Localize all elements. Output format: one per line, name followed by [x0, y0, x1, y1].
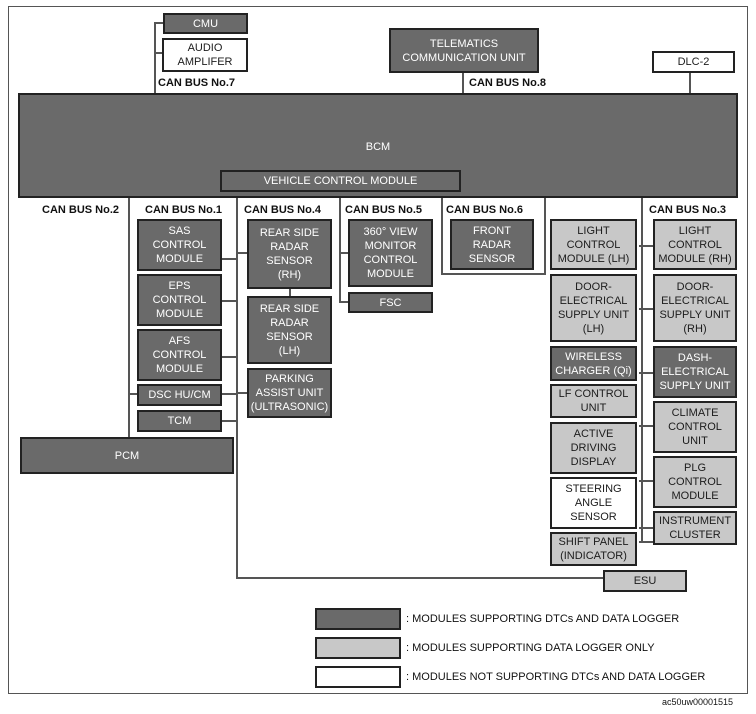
bus1-wire-eps — [222, 300, 238, 302]
module-360-view-monitor[interactable]: 360° VIEW MONITOR CONTROL MODULE — [348, 219, 433, 287]
bus4-wire-rsr — [236, 252, 248, 254]
label-can-bus-6: CAN BUS No.6 — [446, 204, 524, 216]
module-telematics[interactable]: TELEMATICS COMMUNICATION UNIT — [389, 28, 539, 73]
module-wireless-charger[interactable]: WIRELESS CHARGER (Qi) — [550, 346, 637, 381]
module-dlc2[interactable]: DLC-2 — [652, 51, 735, 73]
bus3-wire-4 — [639, 425, 654, 427]
label-can-bus-8: CAN BUS No.8 — [469, 77, 547, 89]
bus1-wire — [236, 198, 238, 579]
module-instrument-cluster[interactable]: INSTRUMENT CLUSTER — [653, 511, 737, 545]
module-door-electrical-lh[interactable]: DOOR- ELECTRICAL SUPPLY UNIT (LH) — [550, 274, 637, 342]
bus6-wire-right — [544, 198, 546, 275]
bus4-wire-rsr-lh — [289, 288, 291, 297]
module-rear-side-radar-rh[interactable]: REAR SIDE RADAR SENSOR (RH) — [247, 219, 332, 289]
module-shift-panel[interactable]: SHIFT PANEL (INDICATOR) — [550, 532, 637, 566]
label-can-bus-2: CAN BUS No.2 — [42, 204, 120, 216]
module-dash-electrical[interactable]: DASH- ELECTRICAL SUPPLY UNIT — [653, 346, 737, 398]
diagram-frame — [8, 6, 748, 694]
bus3-wire-1 — [639, 245, 654, 247]
bus8-wire — [462, 73, 464, 95]
module-plg-control[interactable]: PLG CONTROL MODULE — [653, 456, 737, 508]
bus7-wire-cmu — [154, 22, 164, 24]
module-door-electrical-rh[interactable]: DOOR- ELECTRICAL SUPPLY UNIT (RH) — [653, 274, 737, 342]
module-vehicle-control[interactable]: VEHICLE CONTROL MODULE — [220, 170, 461, 192]
module-light-control-rh[interactable]: LIGHT CONTROL MODULE (RH) — [653, 219, 737, 270]
label-can-bus-7: CAN BUS No.7 — [158, 77, 236, 89]
label-can-bus-5: CAN BUS No.5 — [345, 204, 423, 216]
bus5-wire-fsc — [339, 301, 349, 303]
bus3-wire-6 — [639, 527, 654, 529]
bus2-wire-dsc — [128, 393, 138, 395]
bus7-wire-amp — [154, 52, 162, 54]
bus3-wire-5 — [639, 480, 654, 482]
legend-swatch-logger-only — [315, 637, 401, 659]
module-light-control-lh[interactable]: LIGHT CONTROL MODULE (LH) — [550, 219, 637, 270]
bus1-wire-afs — [222, 356, 238, 358]
bus1-wire-sas — [222, 258, 238, 260]
module-parking-assist[interactable]: PARKING ASSIST UNIT (ULTRASONIC) — [247, 368, 332, 418]
module-eps[interactable]: EPS CONTROL MODULE — [137, 274, 222, 326]
label-can-bus-4: CAN BUS No.4 — [244, 204, 322, 216]
bus3-wire-2 — [639, 308, 654, 310]
module-active-driving-display[interactable]: ACTIVE DRIVING DISPLAY — [550, 422, 637, 474]
bus1-wire-dsc — [222, 393, 238, 395]
module-cmu[interactable]: CMU — [163, 13, 248, 34]
label-can-bus-1: CAN BUS No.1 — [145, 204, 223, 216]
figure-code: ac50uw00001515 — [662, 697, 734, 707]
module-dsc[interactable]: DSC HU/CM — [137, 384, 222, 406]
legend-text-dtc-and-logger: : MODULES SUPPORTING DTCs AND DATA LOGGE… — [406, 613, 680, 625]
module-fsc[interactable]: FSC — [348, 292, 433, 313]
bus6-wire-bottom — [441, 273, 546, 275]
legend-text-logger-only: : MODULES SUPPORTING DATA LOGGER ONLY — [406, 642, 655, 654]
module-climate-control[interactable]: CLIMATE CONTROL UNIT — [653, 401, 737, 453]
legend-text-not-supporting: : MODULES NOT SUPPORTING DTCs AND DATA L… — [406, 671, 706, 683]
module-front-radar[interactable]: FRONT RADAR SENSOR — [450, 219, 534, 270]
bus1-wire-esu — [236, 577, 604, 579]
module-tcm[interactable]: TCM — [137, 410, 222, 432]
module-afs[interactable]: AFS CONTROL MODULE — [137, 329, 222, 381]
legend-swatch-not-supporting — [315, 666, 401, 688]
module-steering-angle-sensor[interactable]: STEERING ANGLE SENSOR — [550, 477, 637, 529]
dlc-wire — [689, 73, 691, 95]
bus6-wire-left — [441, 198, 443, 275]
bus4-wire-parking — [236, 392, 248, 394]
bus1-wire-tcm — [222, 420, 238, 422]
module-rear-side-radar-lh[interactable]: REAR SIDE RADAR SENSOR (LH) — [247, 296, 332, 364]
legend-swatch-dtc-and-logger — [315, 608, 401, 630]
bus5-wire-360 — [339, 252, 349, 254]
bus2-wire — [128, 198, 130, 438]
bus7-wire — [154, 22, 156, 95]
bus3-wire — [641, 198, 643, 543]
module-audio-amplifier[interactable]: AUDIO AMPLIFER — [162, 38, 248, 72]
module-pcm[interactable]: PCM — [20, 437, 234, 474]
module-esu[interactable]: ESU — [603, 570, 687, 592]
bus5-wire — [339, 198, 341, 303]
bus3-wire-3 — [639, 372, 654, 374]
label-can-bus-3: CAN BUS No.3 — [649, 204, 727, 216]
module-sas[interactable]: SAS CONTROL MODULE — [137, 219, 222, 271]
module-lf-control[interactable]: LF CONTROL UNIT — [550, 384, 637, 418]
